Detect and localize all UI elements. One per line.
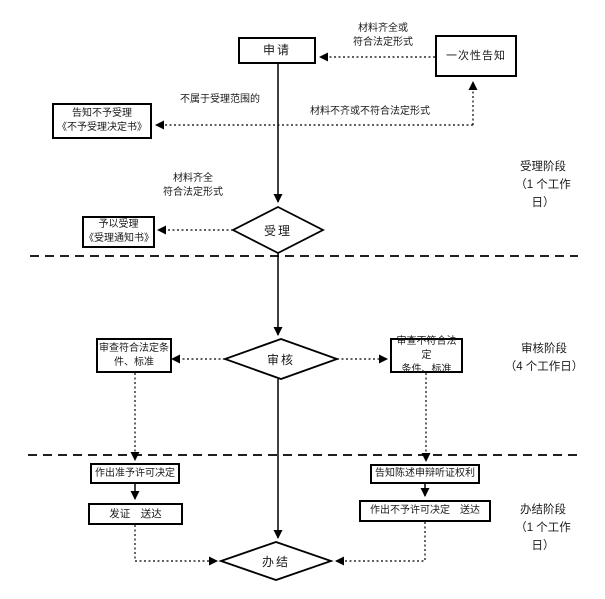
materials-complete-or-valid-label: 材料齐全或 符合法定形式 — [353, 23, 413, 48]
review-diamond — [222, 338, 340, 380]
complete-diamond-label: 办结 — [261, 554, 290, 569]
not-in-scope-label: 不属于受理范围的 — [180, 94, 260, 105]
review-pass-box: 审查符合法定条 件、标准 — [96, 338, 172, 373]
review-fail-box: 审查不符合法定 条件、标准 — [390, 336, 463, 375]
materials-incomplete-label: 材料不齐或不符合法定形式 — [310, 106, 430, 117]
stage-review-label: 审核阶段 （4 个工作日） — [504, 343, 584, 373]
one-time-notice-box: 一次性告知 — [435, 35, 517, 77]
issue-deliver-box: 发证 送达 — [88, 503, 183, 525]
dotted-issue-to-complete — [134, 525, 218, 566]
accept-notice-box: 予以受理 《受理通知书》 — [82, 216, 155, 248]
review-diamond-label: 审核 — [266, 352, 295, 367]
stage-accept-label: 受理阶段 （1 个工作 日） — [515, 161, 571, 209]
reject-notice-box: 告知不予受理 《不予受理决定书》 — [52, 103, 152, 139]
complete-diamond — [218, 541, 334, 581]
grant-decision-box: 作出准予许可决定 — [90, 463, 180, 484]
apply-box: 申请 — [238, 37, 316, 64]
materials-complete-valid-label: 材料齐全 符合法定形式 — [163, 173, 223, 198]
deny-decision-box: 作出不予许可决定 送达 — [359, 500, 491, 522]
hearing-rights-box: 告知陈述申辩听证权利 — [370, 464, 480, 484]
accept-diamond-label: 受理 — [263, 223, 292, 238]
accept-diamond — [231, 205, 325, 255]
dotted-deny-to-complete — [335, 522, 426, 566]
stage-complete-label: 办结阶段 （1 个工作 日） — [515, 504, 571, 552]
